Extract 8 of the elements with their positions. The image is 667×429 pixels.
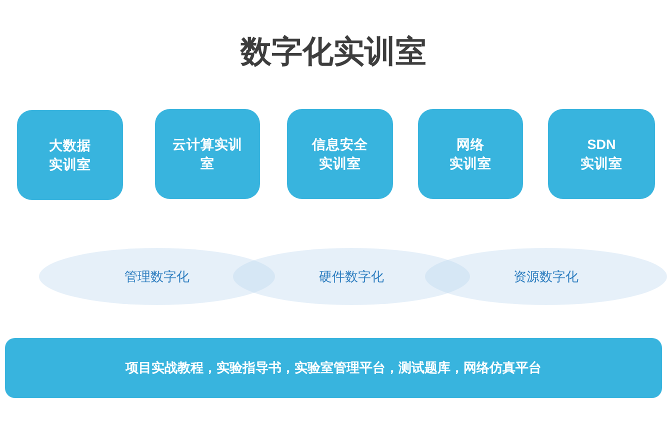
category-ellipse: 资源数字化 [425,248,667,305]
lab-tile: 云计算实训室 [155,109,260,199]
lab-tile: 大数据实训室 [17,110,123,200]
lab-tile: 网络实训室 [418,109,523,199]
lab-tile: 信息安全实训室 [287,109,393,199]
platform-band: 项目实战教程，实验指导书，实验室管理平台，测试题库，网络仿真平台 [5,338,662,398]
lab-tile: SDN实训室 [548,109,655,199]
title: 数字化实训室 [239,33,428,71]
